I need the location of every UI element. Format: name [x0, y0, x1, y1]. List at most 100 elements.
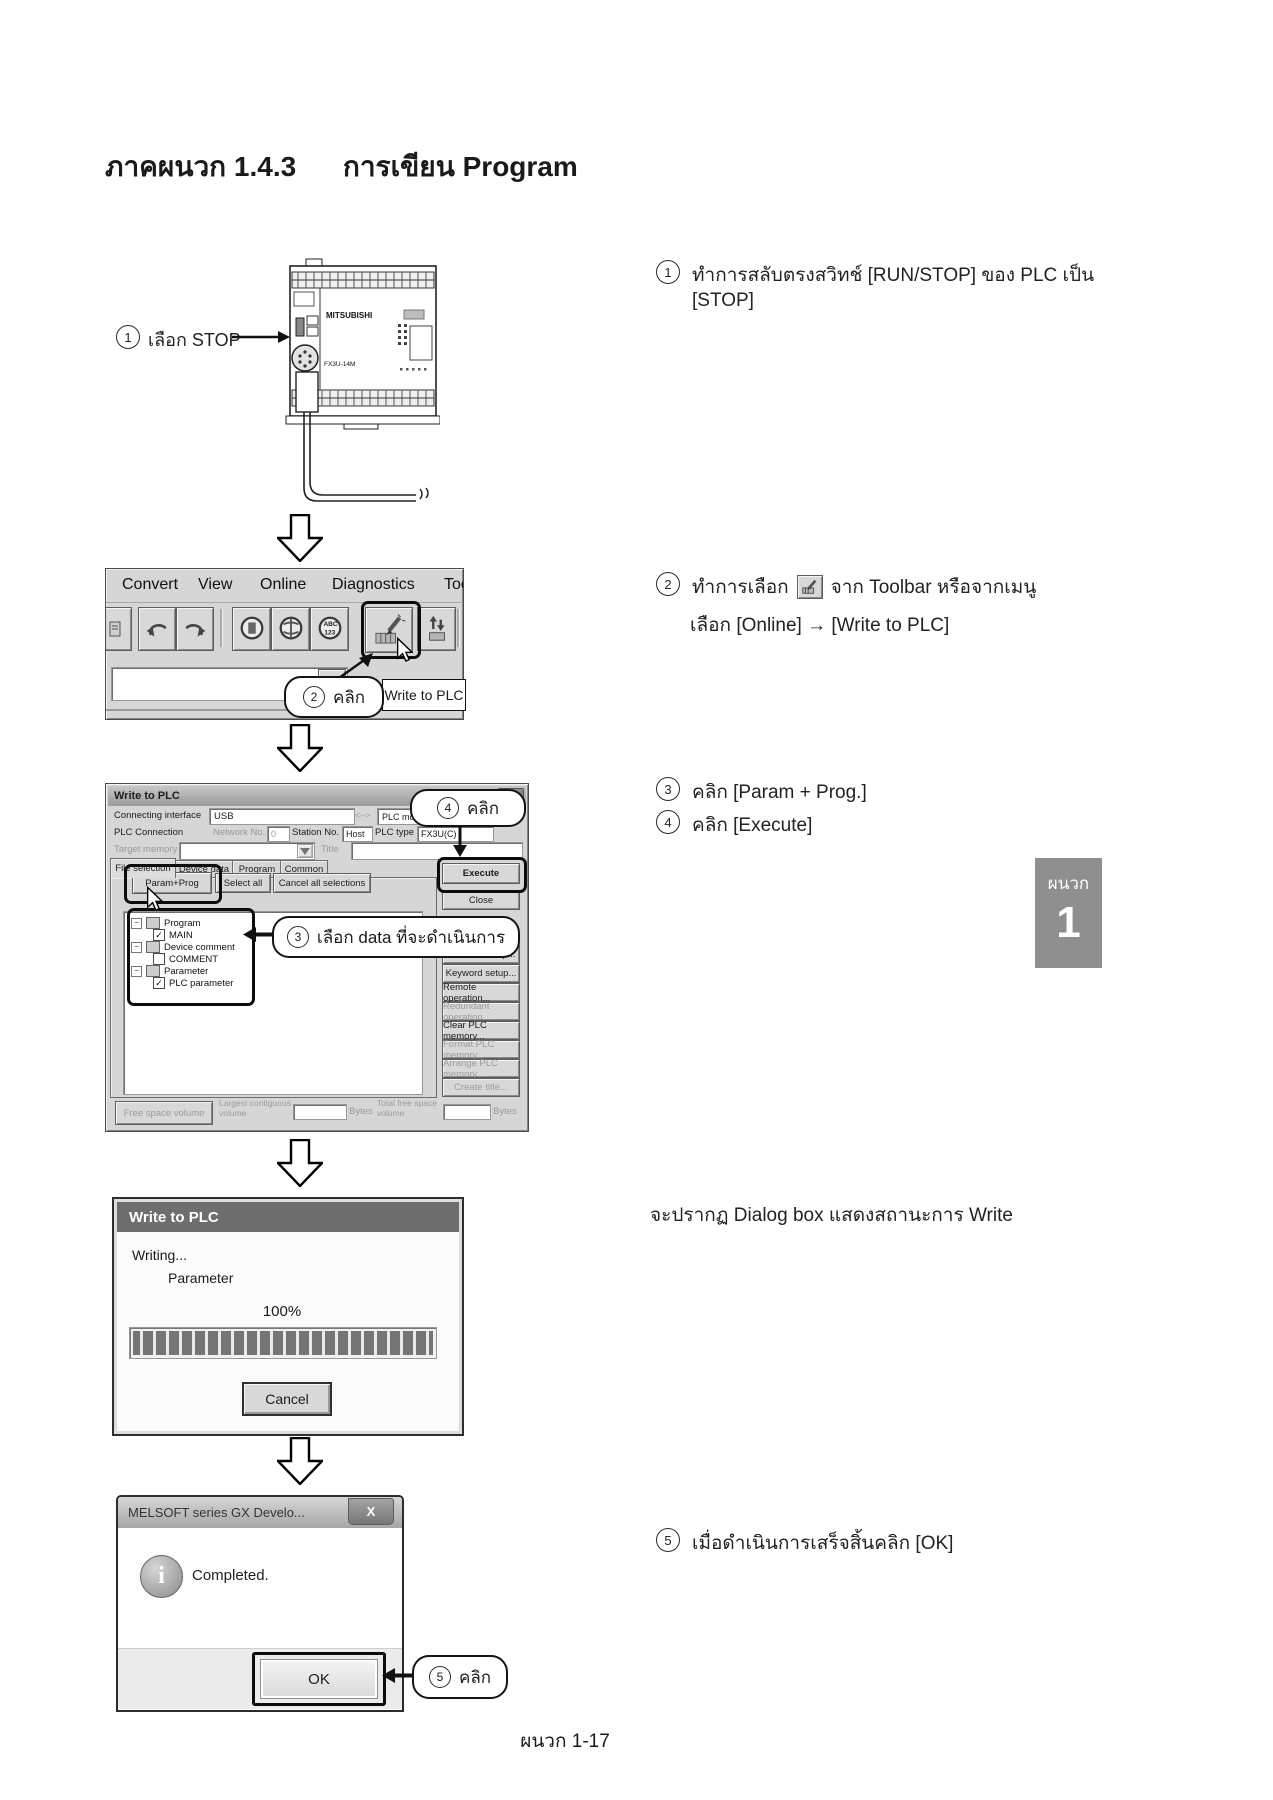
callout-5-arrow	[382, 1668, 412, 1683]
run-stop-switch[interactable]	[295, 317, 305, 337]
step-2-number: 2	[656, 572, 680, 596]
remote-operation-button[interactable]: Remote operation...	[442, 982, 520, 1004]
globe-icon	[279, 616, 302, 640]
program-node-icon	[146, 917, 160, 929]
verify-button[interactable]	[417, 607, 456, 651]
largest-contiguous-field	[293, 1104, 347, 1120]
connecting-interface-field[interactable]: USB	[209, 808, 355, 825]
step-2-line2: เลือก [Online] → [Write to PLC]	[690, 615, 950, 636]
plc-parameter-checkbox[interactable]	[153, 977, 165, 989]
target-memory-label: Target memory	[114, 844, 178, 855]
completed-dialog: MELSOFT series GX Develo... X i Complete…	[116, 1495, 404, 1712]
step-1: 1 ทำการสลับตรงสวิทช์ [RUN/STOP] ของ PLC …	[656, 260, 1126, 312]
bottom-terminal-hatch	[297, 390, 427, 406]
main-checkbox[interactable]	[153, 929, 165, 941]
callout-5: 5 คลิก	[412, 1655, 508, 1699]
flow-arrow-4	[277, 1437, 323, 1485]
select-all-button[interactable]: Select all	[215, 873, 271, 893]
progress-percent: 100%	[262, 1303, 302, 1320]
menu-item-view[interactable]: View	[198, 576, 233, 593]
execute-button[interactable]: Execute	[442, 863, 520, 884]
ok-button[interactable]: OK	[260, 1659, 378, 1699]
toolbar-bottom-edge	[106, 709, 463, 711]
target-memory-dropdown-button[interactable]	[297, 844, 313, 858]
plc-brand: MITSUBISHI	[326, 311, 372, 320]
clear-plc-memory-button[interactable]: Clear PLC memory...	[442, 1020, 520, 1042]
parameter-node-icon	[146, 965, 160, 977]
undo-button[interactable]	[138, 607, 176, 651]
toolbar-button-partial-left[interactable]	[106, 607, 132, 651]
callout-5-number: 5	[428, 1666, 451, 1688]
callout-3-arrow	[243, 927, 273, 942]
top-terminal-hatch	[297, 272, 427, 288]
tree-label-comment: COMMENT	[169, 953, 219, 965]
tree-node-parameter[interactable]: Parameter	[131, 965, 208, 977]
plc-callout-text: เลือก STOP	[148, 330, 241, 350]
tree-node-device-comment[interactable]: Device comment	[131, 941, 235, 953]
plc-type-label: PLC type	[375, 827, 415, 838]
step-3-number: 3	[656, 777, 680, 801]
menu-item-diagnostics[interactable]: Diagnostics	[332, 576, 415, 593]
expander-icon[interactable]	[131, 917, 142, 929]
tree-label-program: Program	[164, 917, 201, 929]
cancel-button[interactable]: Cancel	[242, 1382, 332, 1416]
redo-icon	[185, 624, 206, 637]
network-no-field[interactable]: 0	[267, 826, 290, 842]
total-free-space-label: Total free space volume	[377, 1098, 438, 1118]
expander-icon[interactable]	[131, 965, 142, 977]
tree-node-program[interactable]: Program	[131, 917, 200, 929]
menu-item-online[interactable]: Online	[260, 576, 307, 593]
writing-label: Writing...	[132, 1247, 187, 1263]
svg-text:ABC: ABC	[323, 621, 337, 628]
station-no-field[interactable]: Host	[342, 826, 373, 842]
plc-callout: 1 เลือก STOP	[116, 325, 241, 354]
step-2-line1: ทำการเลือก จาก Toolbar หรือจากเมนู	[692, 572, 1036, 602]
entry-monitor-button[interactable]	[271, 607, 310, 651]
svg-text:123: 123	[324, 630, 335, 637]
callout-4-number: 4	[436, 797, 459, 819]
network-no-label: Network No.	[213, 827, 266, 838]
menu-item-convert[interactable]: Convert	[122, 576, 179, 593]
tab-file-selection[interactable]: File selection	[110, 858, 176, 878]
menu-item-tools[interactable]: Tools	[444, 576, 463, 593]
format-plc-memory-button: Format PLC memory...	[442, 1039, 520, 1061]
flow-arrow-3	[277, 1139, 323, 1187]
callout-4: 4 คลิก	[410, 789, 526, 827]
ladder-monitor-button[interactable]	[232, 607, 271, 651]
device-comment-button[interactable]: ABC 123	[310, 607, 349, 651]
redo-button[interactable]	[176, 607, 214, 651]
callout-4-text: คลิก	[466, 798, 500, 818]
comment-checkbox[interactable]	[153, 953, 165, 965]
page-number: ผนวก 1-17	[520, 1731, 610, 1752]
tree-label-plc-parameter: PLC parameter	[169, 977, 234, 989]
tree-node-main[interactable]: MAIN	[153, 929, 193, 941]
write-to-plc-tooltip: Write to PLC	[382, 679, 466, 711]
close-button[interactable]: Close	[442, 891, 520, 910]
step-3-text: คลิก [Param + Prog.]	[692, 782, 867, 803]
step-4: 4 คลิก [Execute]	[656, 810, 812, 840]
plc-callout-arrow	[232, 331, 290, 343]
flow-arrow-2	[277, 724, 323, 772]
tree-node-plc-parameter[interactable]: PLC parameter	[153, 977, 233, 989]
verify-icon	[428, 615, 445, 641]
step-5-number: 5	[656, 1528, 680, 1552]
target-memory-combobox[interactable]	[179, 842, 315, 860]
progress-bar	[129, 1327, 437, 1359]
completed-close-button[interactable]: X	[348, 1498, 394, 1525]
programming-port[interactable]	[291, 344, 319, 372]
title-field[interactable]	[351, 842, 523, 860]
tree-node-comment[interactable]: COMMENT	[153, 953, 218, 965]
expander-icon[interactable]	[131, 941, 142, 953]
cancel-all-selections-button[interactable]: Cancel all selections	[273, 873, 371, 893]
step-2-text-post: จาก Toolbar หรือจากเมนู	[830, 577, 1037, 598]
step-2: 2 ทำการเลือก จาก Toolbar หรือจากเมนู	[656, 572, 1126, 602]
keyword-setup-button[interactable]: Keyword setup...	[442, 964, 520, 983]
progress-dialog: Write to PLC Writing... Parameter 100% C…	[112, 1197, 464, 1436]
callout-2: 2 คลิก	[284, 676, 384, 718]
write-to-plc-icon	[796, 575, 823, 599]
cable-plug	[295, 371, 319, 413]
step-4-number: 4	[656, 810, 680, 834]
progress-title-bar[interactable]: Write to PLC	[117, 1202, 459, 1232]
completed-message: Completed.	[192, 1567, 269, 1584]
write-status-note: จะปรากฏ Dialog box แสดงสถานะการ Write	[650, 1205, 1013, 1226]
